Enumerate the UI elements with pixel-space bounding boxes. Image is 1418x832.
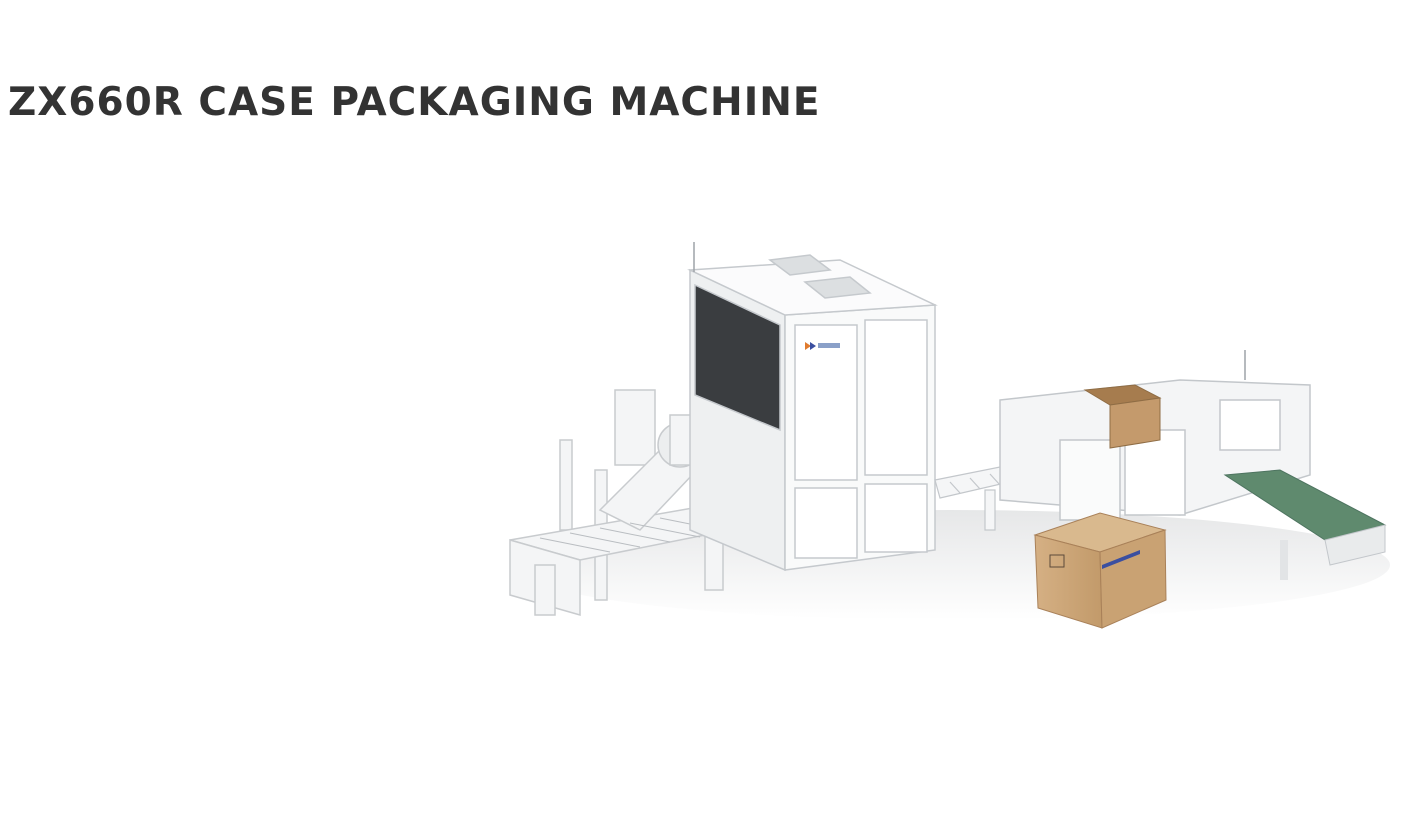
open-carton: [1083, 384, 1162, 449]
cardboard-box: [1033, 512, 1167, 629]
right-case-erector: [999, 350, 1311, 521]
central-tower: [687, 242, 938, 572]
outfeed-belt: [1223, 469, 1387, 580]
page-title: ZX660R CASE PACKAGING MACHINE: [8, 80, 821, 125]
machine-illustration: [509, 242, 1390, 629]
brand-logo-mark: [805, 342, 840, 350]
